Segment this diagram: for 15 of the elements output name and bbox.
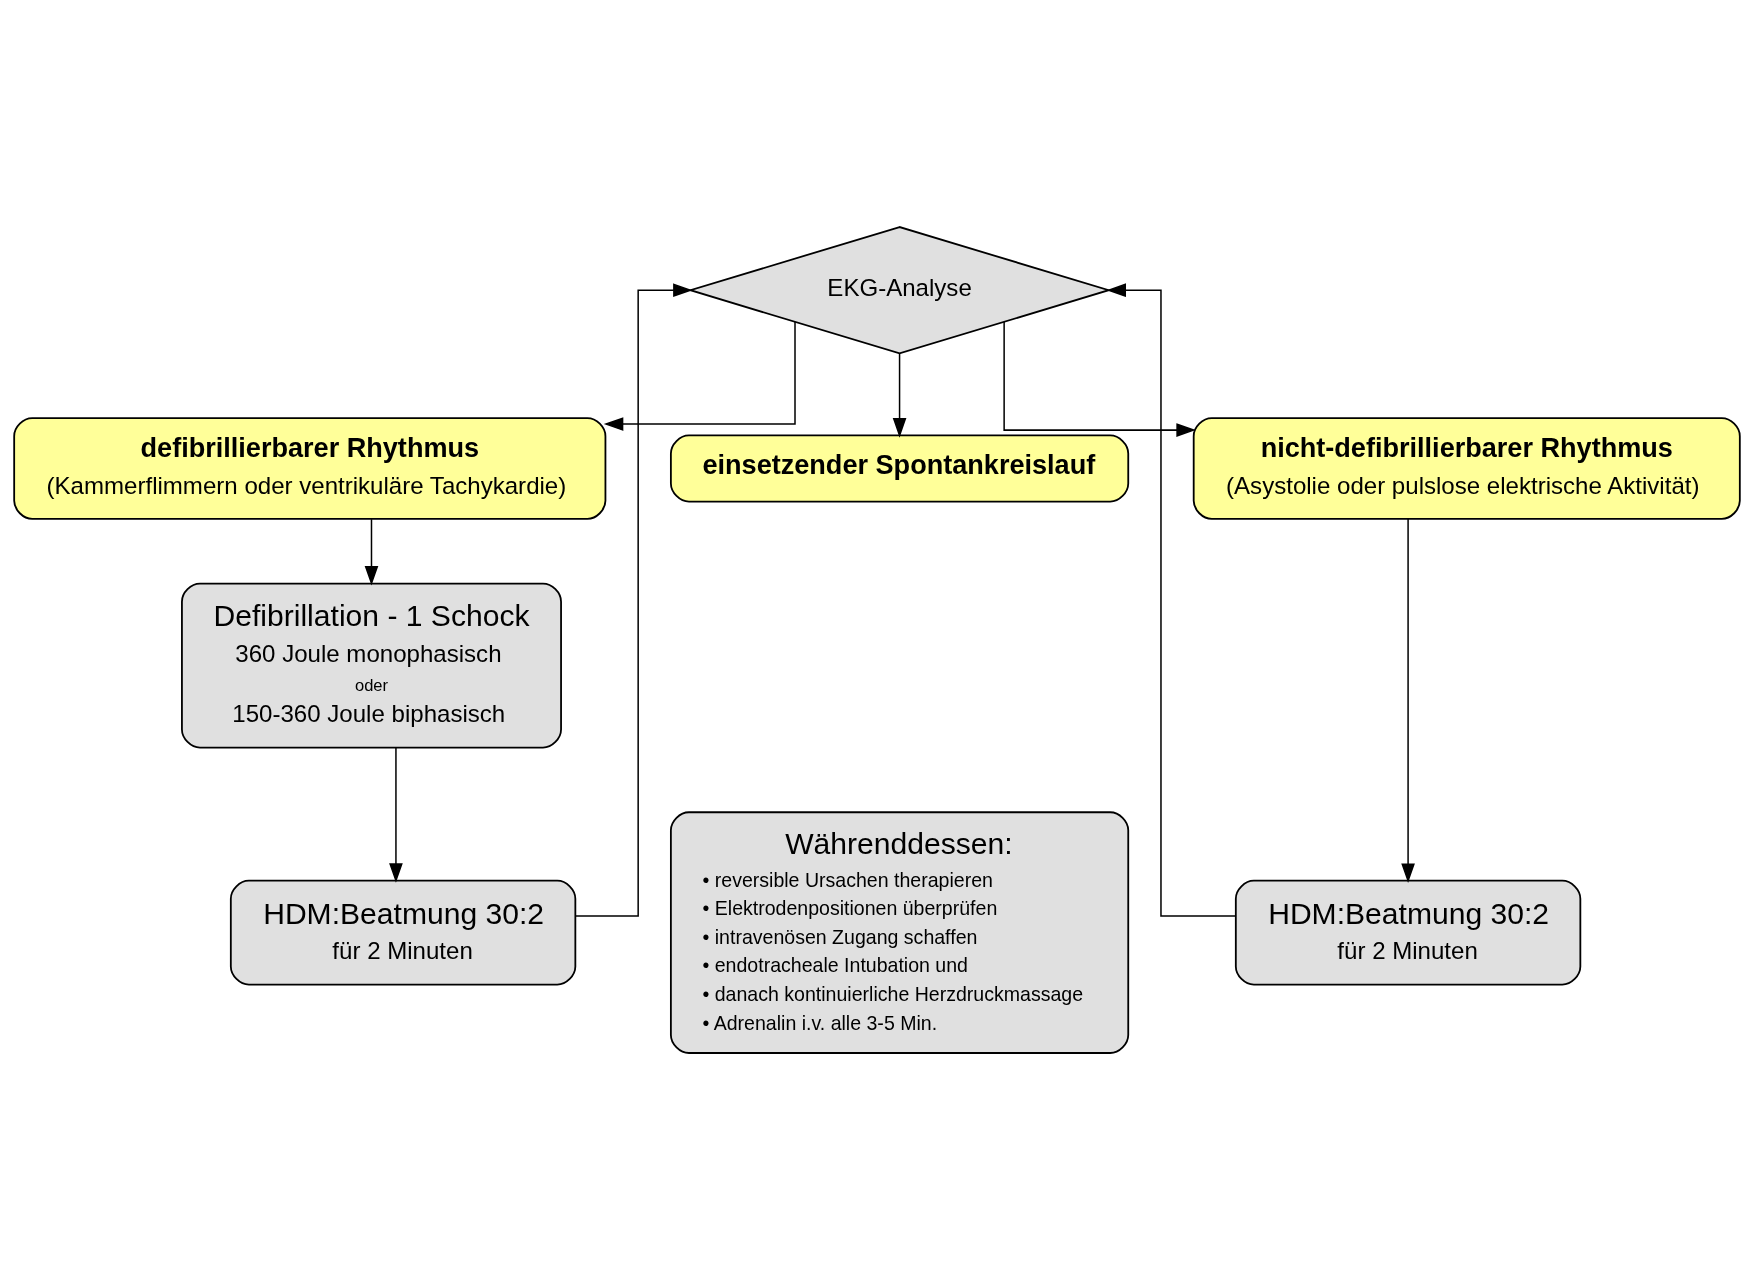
- node-box: HDM:Beatmung 30:2 für 2 Minuten: [1234, 879, 1582, 985]
- node-box: Defibrillation - 1 Schock 360 Joule monophasisch oder 150-360 Joule biphasisch: [181, 582, 562, 748]
- node-box: Währenddessen: • reversible Ursachen therapieren • Elektrodenpositionen überprüfen • intravenösen Zugang schaffen • endotracheale Intubation und • danach kontinuierliche Herzdruckmassage • Adrenalin i.v. alle 3-5 Min.: [670, 810, 1130, 1054]
- arrow: [603, 320, 796, 431]
- arrow: [575, 282, 693, 917]
- node-box: einsetzender Spontankreislauf: [670, 434, 1130, 502]
- node-box: HDM:Beatmung 30:2 für 2 Minuten: [229, 879, 577, 985]
- arrow: [1106, 282, 1237, 917]
- arrow: [1401, 517, 1415, 883]
- arrow: [389, 746, 403, 883]
- arrow: [1003, 320, 1196, 437]
- node-box: defibrillierbarer Rhythmus (Kammerflimmern oder ventrikuläre Tachykardie): [13, 416, 607, 520]
- node-box: nicht-defibrillierbarer Rhythmus (Asystolie oder pulslose elektrische Aktivität): [1192, 416, 1741, 520]
- arrow: [364, 518, 379, 586]
- arrow: [892, 352, 907, 438]
